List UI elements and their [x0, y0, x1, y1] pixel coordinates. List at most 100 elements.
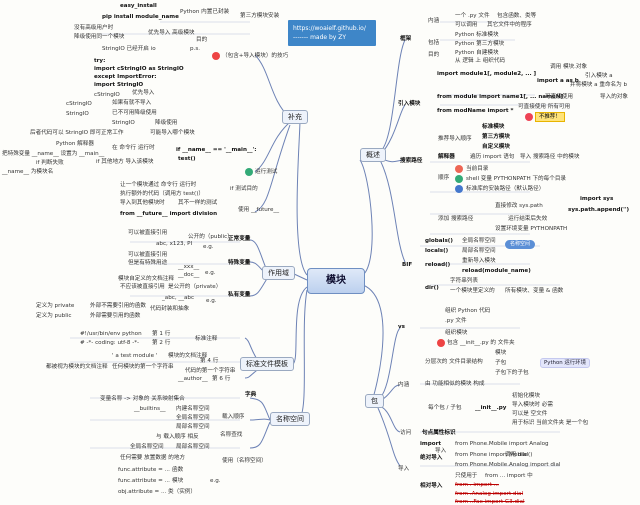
- ns-code-1: func.attribute = ...: [118, 467, 170, 473]
- pkg-vs-label: vs: [398, 324, 405, 330]
- pkg-import-note-3: 只使用于: [455, 473, 478, 479]
- branch-std-template[interactable]: 标准文件模板: [240, 357, 294, 371]
- main-guard-test: test(): [178, 156, 196, 162]
- c-note-3: 已不可用降级使用: [112, 110, 157, 116]
- pkg-vs-1: 组织 Python 代码: [445, 308, 491, 314]
- supp-note-1: 没有高级用户时: [74, 25, 114, 31]
- overview-content-item-2: 包含函数、类等: [497, 13, 537, 19]
- import-order-2: 第三方模块: [482, 134, 510, 140]
- c-item-3: StringIO: [66, 111, 89, 117]
- number-3-icon: [455, 185, 463, 193]
- ns-code-3: obj.attribute = ...: [118, 489, 167, 495]
- main-desc-3: 导入到其他模块时: [120, 200, 165, 206]
- pkg-import-note-1: 导入: [435, 448, 447, 454]
- bif-dir-note-1: 字符串列表: [450, 278, 478, 284]
- ns-global-space: 全局名称空间: [176, 415, 210, 421]
- c-note-1: 优先导入: [132, 90, 155, 96]
- import-row-2: import a as b: [537, 78, 579, 84]
- template-line-1: #!/usr/bin/env python: [80, 331, 142, 337]
- main-desc-4: 其不一样的测试: [178, 200, 218, 206]
- add-path-modify: 直接修改 sys.path: [495, 203, 543, 209]
- pkg-import-abs: 绝对导入: [420, 455, 443, 461]
- template-note-4: 代码的第一个字符串: [185, 368, 236, 374]
- overview-content-item-4: 其它文件中的程序: [487, 22, 532, 28]
- try-line-2: import cStringIO as StringIO: [94, 66, 184, 72]
- main-note-4: if 其他地方 导入该模块: [96, 159, 154, 165]
- c-note-2: 如果有就不导入: [112, 100, 152, 106]
- ns-code-note-2: 模块: [172, 478, 184, 484]
- import-order-label: 推荐导入顺序: [438, 136, 472, 142]
- central-topic[interactable]: 模块: [307, 268, 365, 294]
- scope-special: 特殊变量: [228, 260, 251, 266]
- template-label-4: 第 6 行: [212, 376, 231, 382]
- ns-code-note-1: 函数: [172, 467, 184, 473]
- warning-icon: [525, 113, 533, 121]
- main-note-2: 在 命令行 运行时: [112, 145, 155, 151]
- run-icon: [245, 168, 253, 176]
- pkg-import-ex-1: from Phone.Mobile import Analog: [455, 441, 549, 447]
- bif-locals: locals(): [425, 248, 449, 254]
- pkg-init-3: 可以是 空文件: [512, 411, 548, 417]
- search-current-dir: 当前目录: [466, 166, 489, 172]
- branch-package[interactable]: 包: [365, 394, 384, 408]
- branch-scope[interactable]: 作用域: [262, 266, 295, 280]
- add-path-label: 添加 搜索路径: [438, 216, 474, 222]
- pkg-content-label: 内涵: [398, 382, 410, 388]
- package-star-icon: [437, 339, 445, 347]
- template-label-3: 第 4 行: [200, 358, 219, 364]
- search-order-label: 顺序: [438, 175, 450, 181]
- main-guard: if __name__ == '__main__':: [176, 147, 257, 153]
- bif-namespace-tag: 名称空间: [505, 240, 536, 249]
- c-item-2: cStringIO: [66, 101, 92, 107]
- pkg-import-ex-4: from . import ...: [455, 482, 499, 488]
- c-note-5: 可能导入哪个模块: [150, 130, 195, 136]
- easy-install: easy_install: [120, 3, 157, 9]
- ns-order-label: 载入顺序: [222, 414, 245, 420]
- branch-namespace[interactable]: 名称空间: [270, 412, 310, 426]
- overview-pkg-item-1: Python 标准模块: [455, 32, 499, 38]
- pkg-sub-label: 由 功能相似的模块 构成: [425, 381, 485, 387]
- pkg-vs-4: 包含 __init__.py 的 文件夹: [447, 340, 515, 346]
- supp-note-3: StringIO 已经开启 io: [102, 46, 156, 52]
- bif-dir-note-3: 所有模块、变量 & 函数: [505, 288, 564, 294]
- ns-builtin-space: 内建名称空间: [176, 406, 210, 412]
- scope-def-4: 外部需要引用的函数: [90, 313, 141, 319]
- scope-private-2: e.g.: [206, 298, 217, 304]
- scope-special-2: 但是有特殊用途: [128, 260, 168, 266]
- ns-code-2: func.attribute = ...: [118, 478, 170, 484]
- branch-supplement[interactable]: 补充: [282, 110, 308, 124]
- overview-goal-label: 目的: [428, 52, 440, 58]
- pkg-import-ex-6: from ..Fax import G3.dial: [455, 499, 525, 505]
- scope-special-1: 可以被直接引用: [128, 252, 168, 258]
- scope-public-1: 可以被直接引用: [128, 230, 168, 236]
- banner-url[interactable]: https://woaielf.github.io/: [293, 25, 366, 32]
- add-path-import-sys: import sys: [580, 196, 614, 202]
- import-note-1: 调用 模块.对象: [550, 64, 588, 70]
- template-note-1: 标准注释: [195, 336, 218, 342]
- main-desc-5: if 测试目的: [230, 186, 258, 192]
- c-item-4: StringIO: [112, 120, 135, 126]
- pkg-import-rel: 相对导入: [420, 483, 443, 489]
- overview-content-item-3: 可以调用: [455, 22, 478, 28]
- pip-install: pip install module_name: [102, 14, 179, 20]
- ns-local-space: 局部名称空间: [176, 424, 210, 430]
- pkg-struct-label: 分层次的 文件目录结构: [425, 359, 483, 365]
- supp-note-4: 优先导入 高级模块: [148, 30, 195, 36]
- pkg-init-2: 导入模块时 必需: [512, 402, 553, 408]
- ns-lookup-note: 与 载入顺序 相反: [156, 434, 199, 440]
- pkg-import-note-2: 调用 dial(): [505, 452, 533, 458]
- pkg-access-label: 访问: [400, 430, 412, 436]
- template-note-3: 任何模块的第一个字符串: [112, 364, 174, 370]
- branch-overview[interactable]: 概述: [360, 148, 386, 162]
- template-line-2: # -*- coding: utf-8 -*-: [80, 340, 140, 346]
- pkg-init-label: 每个包 / 子包: [428, 405, 462, 411]
- bif-locals-note: 局部名称空间: [462, 248, 496, 254]
- pkg-vs-2: .py 文件: [445, 318, 467, 324]
- scope-def-2: 外部不需要引用的函数: [90, 303, 146, 309]
- main-note-6: if 判断失败: [36, 160, 64, 166]
- scope-public-3: 公开的（public）: [188, 234, 233, 240]
- add-path-expire: 运行结束后失效: [508, 216, 548, 222]
- pkg-import-ex-5: from .Analog import dial: [455, 491, 524, 497]
- pkg-import-ex-2: from Phone import Mobile: [455, 452, 528, 458]
- scope-def-1: 定义为 private: [36, 303, 75, 309]
